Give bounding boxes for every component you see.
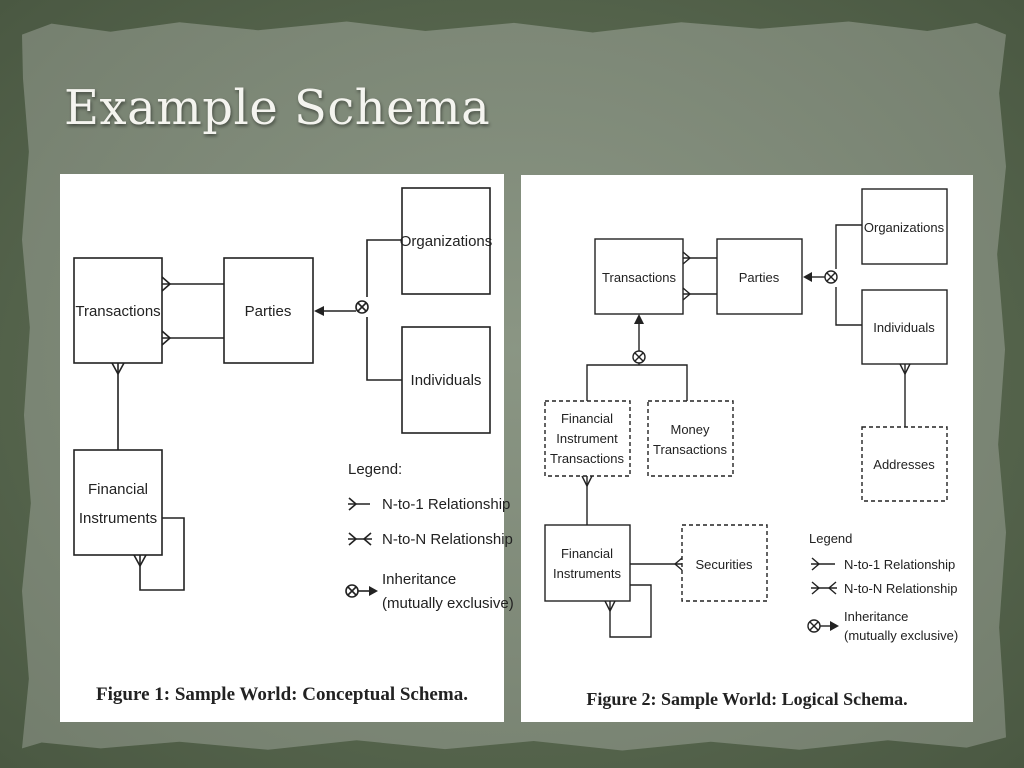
entity-fit-label-line2: Instrument [556,431,618,446]
conceptual-schema-diagram: Transactions Parties Organizations Indiv… [73,187,514,705]
crowfoot-upper [682,251,692,265]
crowfoot-addresses [899,363,911,376]
entity-transactions-label: Transactions [602,270,676,285]
figure1-caption: Figure 1: Sample World: Conceptual Schem… [96,684,468,705]
inheritance-line-individuals [366,317,402,381]
legend-n-to-1-crowfoot [811,557,821,571]
entity-parties-box [223,257,314,364]
crowfoot-securities [673,557,683,571]
entity-addresses-label: Addresses [873,457,935,472]
entity-fit-label-line3: Transactions [550,451,624,466]
logical-schema-diagram: Transactions Parties Organizations Indiv… [544,188,958,709]
inheritance-line-individuals [835,287,862,326]
legend-title: Legend [809,531,852,546]
inheritance-cross-b [826,272,836,282]
legend-n-to-1-crowfoot [348,497,358,511]
legend-n-to-n-crowfoot-left [811,581,821,595]
legend-inheritance-cross-b [809,621,819,631]
crowfoot-self [604,600,616,613]
entity-parties-label: Parties [245,303,292,320]
figure2-caption: Figure 2: Sample World: Logical Schema. [586,689,907,709]
inheritance-line-organizations [366,239,402,297]
inheritance-arrowhead-parties [803,272,812,282]
crowfoot-fi [111,362,125,376]
self-relationship-line [139,517,185,591]
crowfoot-lower [682,287,692,301]
legend-inheritance-label-line2: (mutually exclusive) [844,628,958,643]
crowfoot-lower [161,330,172,346]
inheritance-circle [355,300,369,314]
crowfoot-self [133,554,147,568]
legend-n-to-n-label: N-to-N Relationship [382,531,513,548]
legend-n-to-1-label: N-to-1 Relationship [844,557,955,572]
legend-n-to-n-crowfoot-right [362,532,372,546]
entity-securities-label: Securities [695,557,753,572]
entity-organizations-box [401,187,491,295]
entity-parties-label: Parties [739,270,780,285]
entity-individuals-label: Individuals [411,372,482,389]
legend-inheritance-cross-b [347,586,357,596]
inheritance-line-fit [586,364,688,401]
entity-organizations-label: Organizations [864,220,945,235]
entity-transactions-label: Transactions [75,303,160,320]
entity-money-transactions-box [647,400,734,477]
figure-logical-schema: Transactions Parties Organizations Indiv… [521,175,973,722]
inheritance-cross-d [634,352,644,362]
entity-fi-label-line2: Instruments [553,566,621,581]
legend-title: Legend: [348,461,402,478]
legend-n-to-n-label: N-to-N Relationship [844,581,957,596]
slide-title: Example Schema [64,80,491,136]
legend-n-to-n-crowfoot-right [827,581,837,595]
entity-individuals-label: Individuals [873,320,935,335]
legend-n-to-n-crowfoot-left [348,532,358,546]
entity-organizations-label: Organizations [400,233,493,250]
crowfoot-fit [581,475,593,488]
entity-organizations-box [861,188,948,265]
entity-fi-label-line1: Financial [561,546,613,561]
legend-inheritance-arrowhead [830,621,839,631]
entity-fit-label-line1: Financial [561,411,613,426]
legend-inheritance-label-line1: Inheritance [382,571,456,588]
self-relationship-line [609,584,652,638]
entity-financial-instruments-label-line1: Financial [88,481,148,498]
entity-money-label-line1: Money [670,422,710,437]
inheritance-arrowhead [314,306,324,316]
figure-conceptual-schema: Transactions Parties Organizations Indiv… [60,174,514,722]
entity-parties-box [716,238,803,315]
legend-inheritance-label-line2: (mutually exclusive) [382,595,514,612]
entity-financial-instruments-label-line2: Instruments [79,510,157,527]
inheritance-cross-b [357,302,367,312]
legend-inheritance-arrowhead [369,586,378,596]
entity-financial-instruments-box [73,449,163,556]
entity-money-label-line2: Transactions [653,442,727,457]
entity-financial-instruments-box [544,524,631,602]
crowfoot-upper [161,276,172,292]
legend-n-to-1-label: N-to-1 Relationship [382,496,510,513]
entity-securities-box [681,524,768,602]
inheritance-arrowhead-transactions [634,314,644,324]
inheritance-line-organizations [835,224,862,269]
legend-inheritance-label-line1: Inheritance [844,609,908,624]
